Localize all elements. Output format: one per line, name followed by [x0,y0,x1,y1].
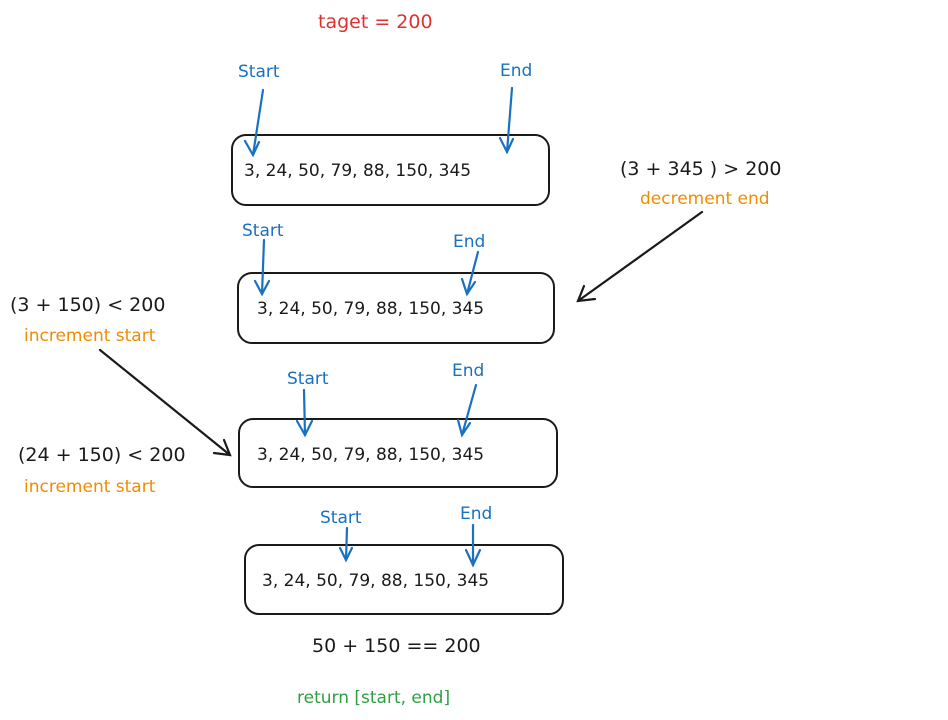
step-annotation-2: (3 + 150) < 200 increment start [10,294,165,346]
array-box-3 [238,418,558,488]
end-label-2: End [453,232,485,252]
end-label-3: End [452,361,484,381]
array-box-4 [244,544,564,615]
start-pointer-arrow-3 [295,388,314,438]
step-annotation-3: (24 + 150) < 200 increment start [18,444,186,497]
increment-start-arrow [98,348,232,457]
step-condition-2: (3 + 150) < 200 [10,294,165,316]
start-label-2: Start [242,221,284,241]
start-label-3: Start [287,369,329,389]
end-pointer-arrow-2 [460,250,480,297]
target-title: taget = 200 [318,11,433,33]
array-row-3: 3, 24, 50, 79, 88, 150, 345 Start End [238,361,558,488]
start-label-4: Start [320,508,362,528]
end-label-4: End [460,504,492,524]
step-condition-1: (3 + 345 ) > 200 [620,158,781,180]
return-statement: return [start, end] [297,688,450,708]
array-values-4: 3, 24, 50, 79, 88, 150, 345 [262,571,489,591]
step-action-3: increment start [24,477,156,497]
result-equation: 50 + 150 == 200 [312,635,481,657]
start-pointer-arrow-1 [243,88,265,158]
array-row-2: 3, 24, 50, 79, 88, 150, 345 Start End [237,221,555,344]
array-row-1: 3, 24, 50, 79, 88, 150, 345 Start End [231,61,550,206]
start-pointer-arrow-2 [253,238,271,297]
end-pointer-arrow-3 [456,383,478,438]
step-condition-3: (24 + 150) < 200 [18,444,186,466]
array-values-3: 3, 24, 50, 79, 88, 150, 345 [257,445,484,465]
array-box-1 [231,134,550,206]
step-action-2: increment start [24,326,156,346]
array-row-4: 3, 24, 50, 79, 88, 150, 345 Start End [244,504,564,615]
step-action-1: decrement end [640,189,770,209]
array-box-2 [237,272,555,344]
array-values-2: 3, 24, 50, 79, 88, 150, 345 [257,299,484,319]
end-pointer-arrow-4 [464,523,482,568]
start-pointer-arrow-4 [338,526,354,563]
end-pointer-arrow-1 [498,86,515,155]
step-annotation-1: (3 + 345 ) > 200 decrement end [620,158,781,209]
decrement-end-arrow [576,210,704,303]
array-values-1: 3, 24, 50, 79, 88, 150, 345 [244,161,471,181]
start-label-1: Start [238,62,280,82]
end-label-1: End [500,61,532,81]
